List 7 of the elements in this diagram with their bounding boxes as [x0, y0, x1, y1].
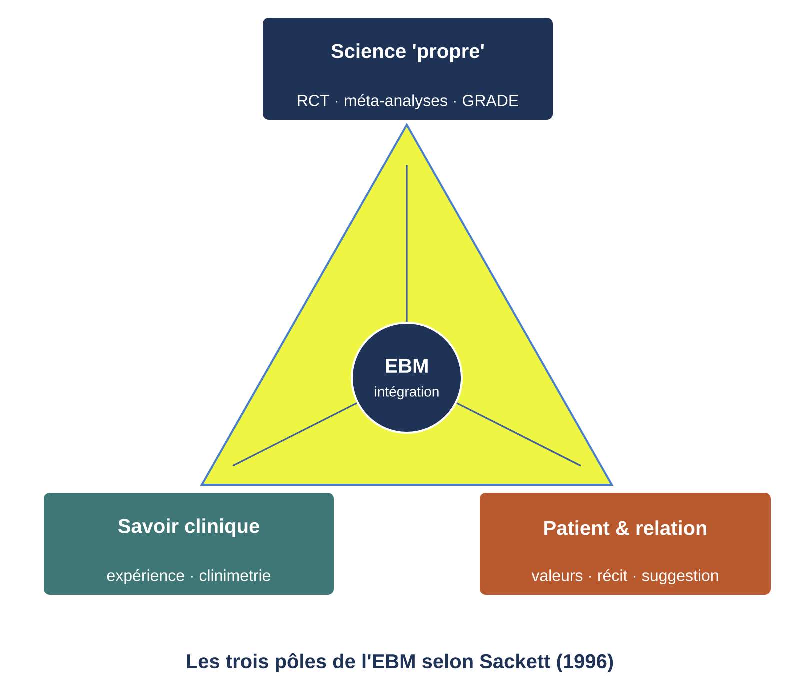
- connector-line: [456, 402, 582, 467]
- pole-box: Patient & relation valeurs · récit · suggestion: [480, 493, 771, 595]
- pole-box: Savoir clinique expérience · clinimetrie: [44, 493, 334, 595]
- connector-line: [232, 402, 358, 467]
- connector-line: [406, 165, 408, 323]
- caption: Les trois pôles de l'EBM selon Sackett (1996): [187, 653, 614, 673]
- pole-box: Science 'propre' RCT · méta-analyses · GRADE: [263, 18, 553, 120]
